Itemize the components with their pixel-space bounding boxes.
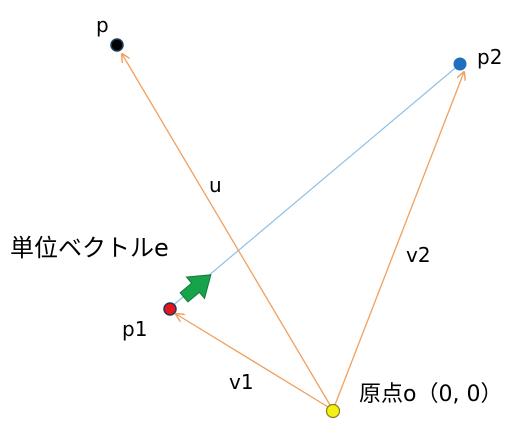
- segment-p1-p2: [169, 63, 461, 309]
- unit-vector-label: 単位ベクトルe: [10, 234, 169, 262]
- vector-u-arrow: [122, 54, 334, 411]
- origin-dot: [325, 403, 341, 419]
- origin-label: 原点o（0, 0）: [359, 382, 502, 407]
- point-p1-label: p1: [122, 317, 147, 341]
- point-p1-dot: [163, 302, 177, 316]
- unit-vector-arrow: [179, 274, 212, 303]
- point-p-dot: [110, 38, 124, 52]
- point-p-label: p: [96, 13, 109, 37]
- point-p2-label: p2: [477, 45, 502, 69]
- vector-v2-arrow: [332, 72, 464, 411]
- vector-v1-arrow: [176, 314, 334, 411]
- vector-v1-label: v1: [229, 370, 254, 394]
- point-p2-dot: [453, 57, 467, 71]
- vector-v2-label: v2: [406, 243, 431, 267]
- vector-u-label: u: [209, 173, 222, 197]
